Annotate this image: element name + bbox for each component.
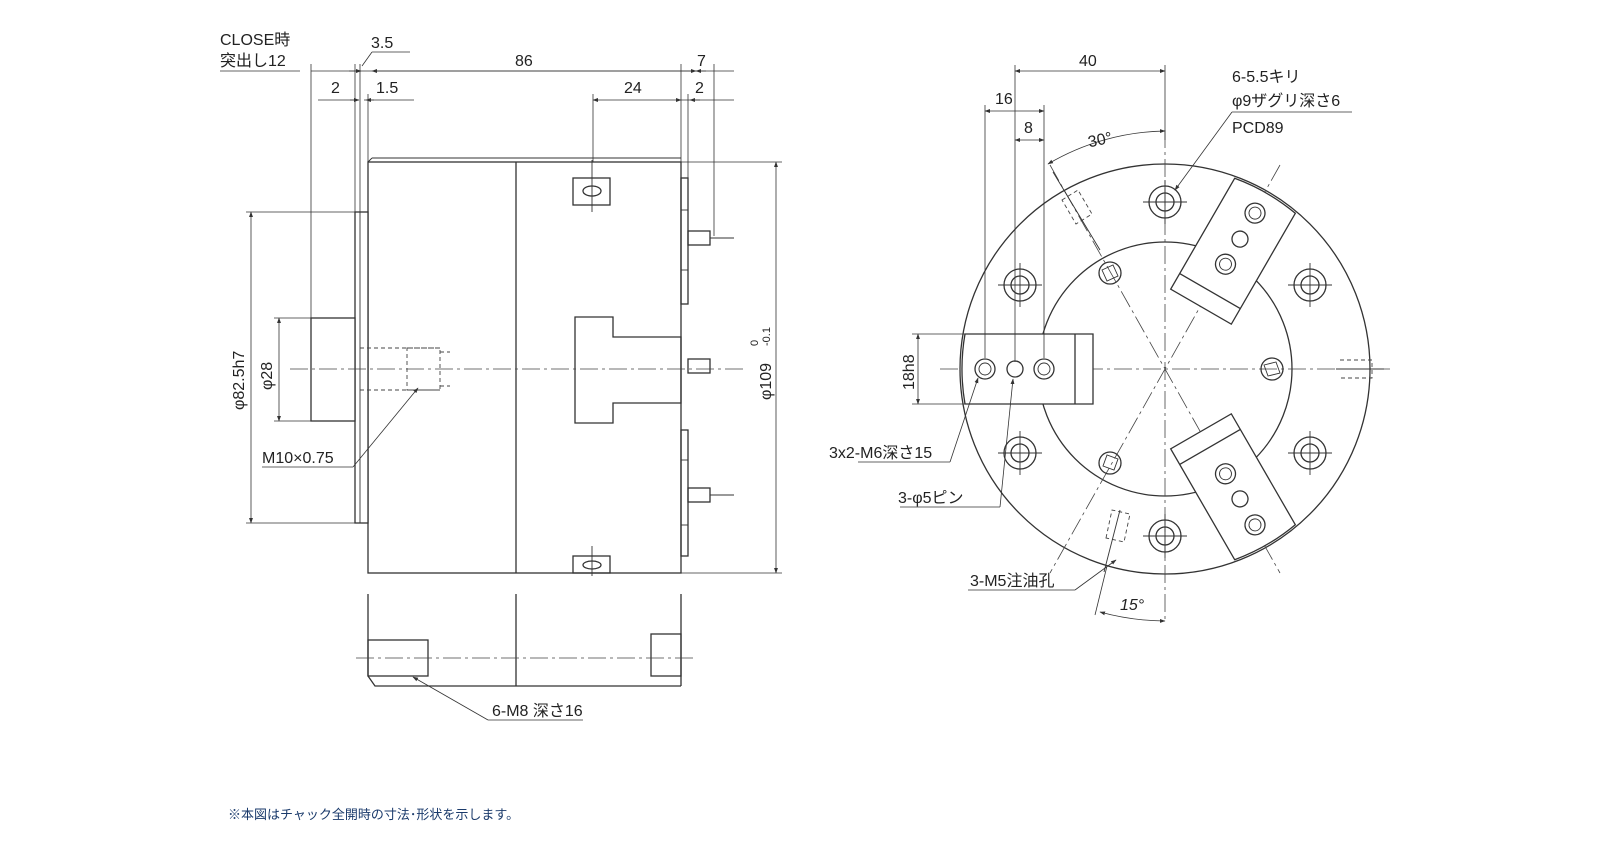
side-view [220, 51, 782, 576]
bottom-hole-note: 6-M8 深さ16 [492, 702, 583, 720]
front-view [858, 65, 1390, 623]
dia-28-label: φ28 [259, 362, 276, 390]
dim-40: 40 [1079, 53, 1097, 70]
dia-109-label: φ109 [758, 363, 775, 400]
angle-15: 15° [1120, 597, 1145, 614]
thread-note: M10×0.75 [262, 450, 334, 467]
close-note-line1: CLOSE時 [220, 31, 290, 49]
dim-7: 7 [697, 53, 706, 70]
footnote: ※本図はチャック全開時の寸法･形状を示します。 [228, 807, 520, 822]
dim-18h8: 18h8 [901, 354, 918, 390]
tolerance-lower: -0.1 [761, 327, 773, 346]
pcd-note: PCD89 [1232, 120, 1284, 137]
dim-8: 8 [1024, 120, 1033, 137]
dim-3-5: 3.5 [371, 35, 393, 52]
dim-16: 16 [995, 91, 1013, 108]
angle-30: 30° [1087, 130, 1114, 152]
dim-86: 86 [515, 53, 533, 70]
oil-note: 3-M5注油孔 [970, 572, 1054, 590]
dim-2-right: 2 [695, 80, 704, 97]
pin-note: 3-φ5ピン [898, 490, 964, 507]
tolerance-upper: 0 [749, 340, 761, 346]
dim-24: 24 [624, 80, 642, 97]
dim-1-5: 1.5 [376, 80, 398, 97]
tap-note: 3x2-M6深さ15 [829, 444, 932, 462]
dim-2-left: 2 [331, 80, 340, 97]
drill-note-2: φ9ザグリ深さ6 [1232, 92, 1340, 110]
dia-82-5-label: φ82.5h7 [231, 351, 248, 410]
drill-note-1: 6-5.5キリ [1232, 69, 1300, 86]
close-note-line2: 突出し12 [220, 52, 286, 70]
bottom-view [356, 594, 697, 721]
